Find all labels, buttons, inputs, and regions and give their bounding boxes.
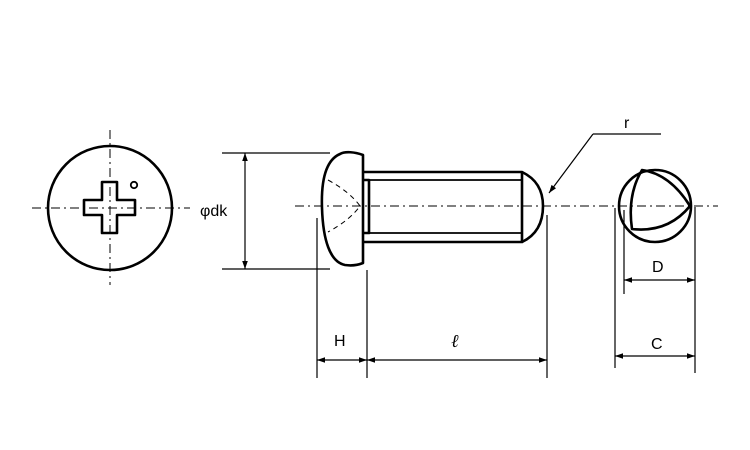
head-height-dimension: H xyxy=(316,218,368,378)
phillips-cross-recess-icon xyxy=(82,180,137,235)
head-top-view xyxy=(32,130,190,285)
c-dimension: C xyxy=(614,208,695,368)
length-label: ℓ xyxy=(451,331,459,351)
head-outline-circle xyxy=(46,144,174,272)
shank-chamfer xyxy=(363,178,371,235)
point-end-view xyxy=(617,168,693,244)
head-height-label: H xyxy=(334,333,346,350)
radius-callout: r xyxy=(548,115,661,194)
screw-side-view xyxy=(295,150,718,267)
radius-label: r xyxy=(624,115,630,132)
rounded-point xyxy=(521,170,545,244)
length-dimension: ℓ xyxy=(367,215,548,378)
recess-hidden-lines xyxy=(327,179,361,233)
c-label: C xyxy=(651,336,663,353)
d-dimension: D xyxy=(623,207,696,373)
screw-shank xyxy=(363,170,524,244)
head-diameter-dimension: φdk xyxy=(200,152,330,270)
rounded-triangle-point xyxy=(629,168,692,231)
head-diameter-label: φdk xyxy=(200,203,228,220)
d-label: D xyxy=(652,259,664,276)
screw-head xyxy=(320,150,365,267)
degree-mark-icon xyxy=(129,180,139,190)
